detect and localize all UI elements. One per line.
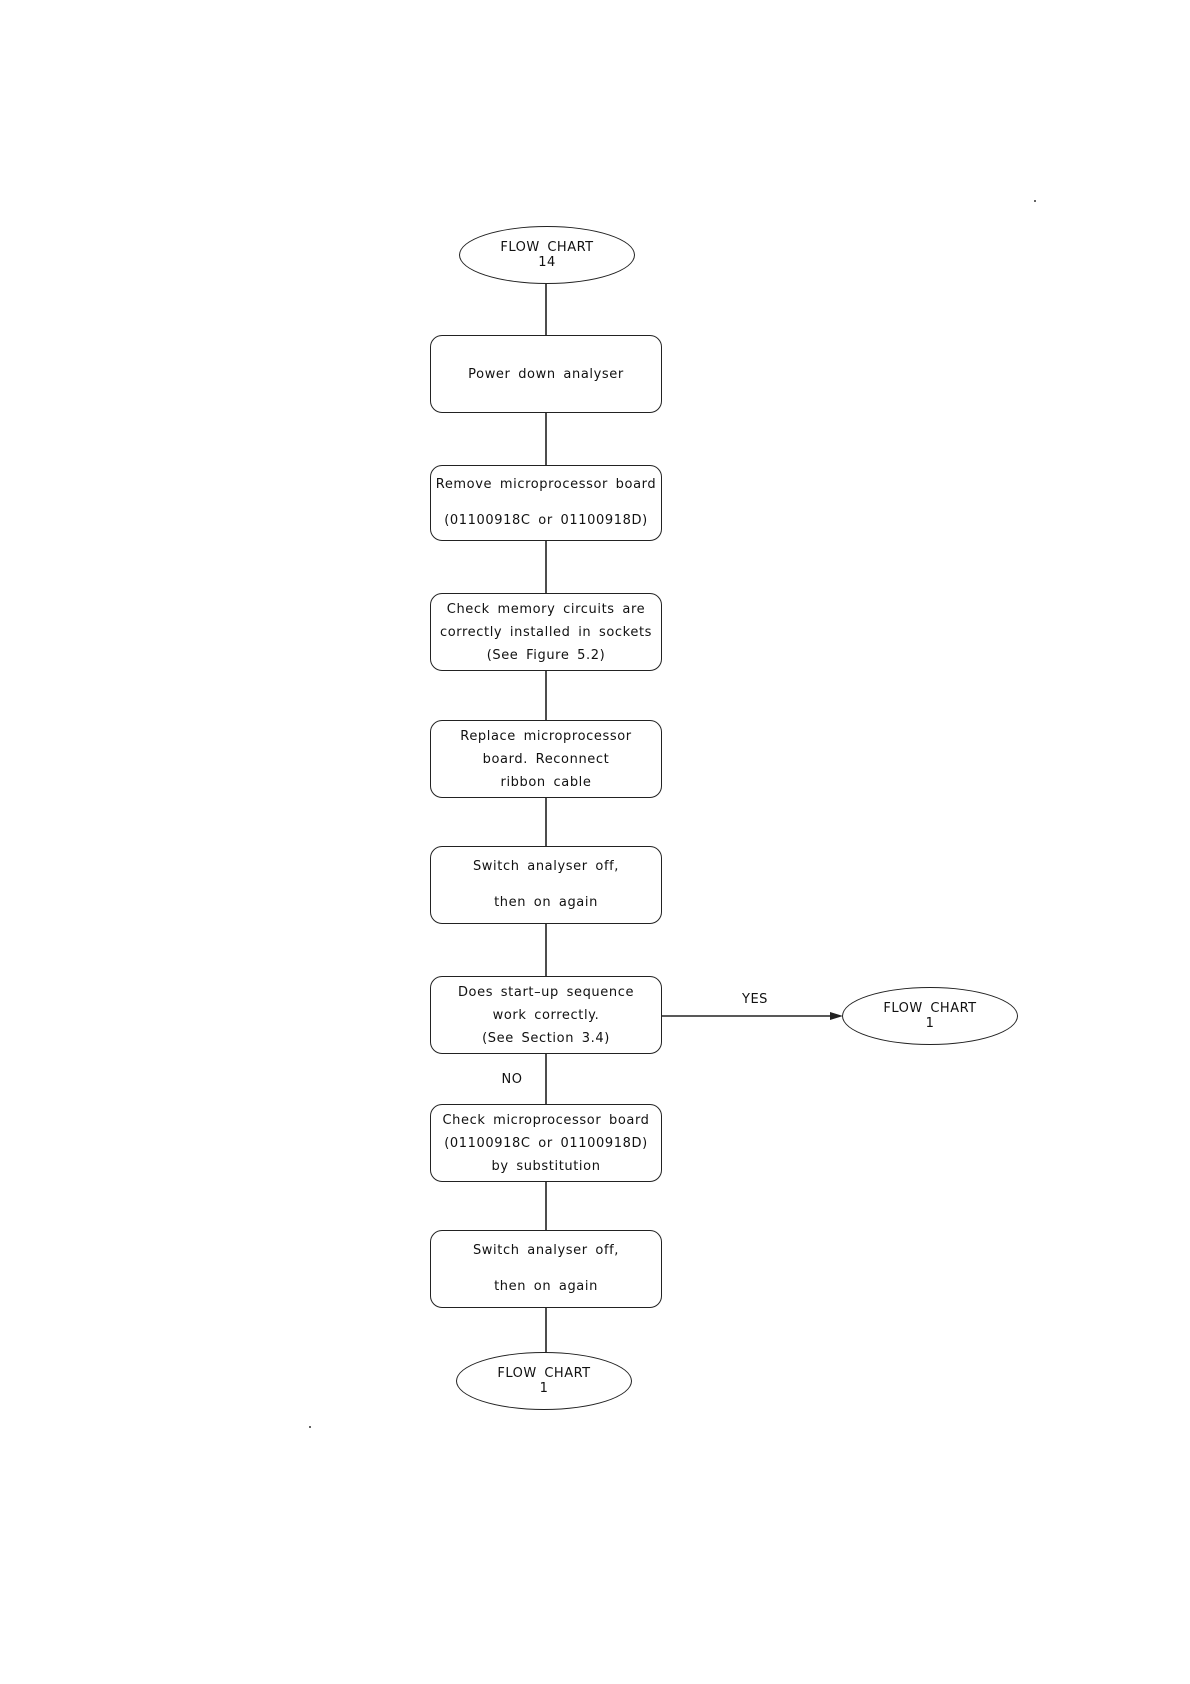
step-check-board-substitution: Check microprocessor board (01100918C or…: [430, 1104, 662, 1182]
step-text-line: work correctly.: [492, 1007, 600, 1023]
step-text-line: by substitution: [491, 1158, 601, 1174]
no-label: NO: [501, 1071, 523, 1087]
step-text-line: Replace microprocessor: [460, 728, 632, 744]
scan-mark: [309, 1426, 311, 1428]
step-text-line: then on again: [494, 1279, 598, 1294]
step-text-line: (See Figure 5.2): [486, 647, 606, 663]
step-text-line: (01100918C or 01100918D): [444, 1135, 648, 1151]
step-text-line: Switch analyser off,: [472, 1243, 620, 1258]
terminal-line2: 1: [925, 1016, 935, 1031]
terminal-line1: FLOW CHART: [883, 1001, 977, 1016]
step-text-line: Remove microprocessor board: [435, 477, 657, 492]
scan-mark: [1034, 200, 1036, 202]
step-check-memory: Check memory circuits are correctly inst…: [430, 593, 662, 671]
step-switch-off-on-final: Switch analyser off, then on again: [430, 1230, 662, 1308]
step-text-line: Check memory circuits are: [446, 601, 646, 617]
step-text-line: Does start–up sequence: [457, 984, 635, 1000]
terminal-ellipse: [456, 1352, 632, 1410]
terminal-line2: 14: [538, 255, 556, 270]
step-text-line: board. Reconnect: [482, 751, 610, 767]
terminal-line1: FLOW CHART: [497, 1366, 591, 1381]
step-power-down: Power down analyser: [430, 335, 662, 413]
yes-terminal: FLOW CHART 1: [842, 987, 1018, 1045]
terminal-line1: FLOW CHART: [500, 240, 594, 255]
step-text-line: ribbon cable: [500, 774, 592, 790]
terminal-ellipse: [842, 987, 1018, 1045]
step-text-line: Power down analyser: [468, 366, 624, 382]
step-remove-board: Remove microprocessor board (01100918C o…: [430, 465, 662, 541]
end-terminal: FLOW CHART 1: [456, 1352, 632, 1410]
terminal-ellipse: [459, 226, 635, 284]
step-text-line: then on again: [494, 895, 598, 910]
step-replace-board: Replace microprocessor board. Reconnect …: [430, 720, 662, 798]
step-text-line: (See Section 3.4): [482, 1030, 610, 1046]
arrowhead-icon: [830, 1012, 843, 1020]
step-decision-startup: Does start–up sequence work correctly. (…: [430, 976, 662, 1054]
step-text-line: correctly installed in sockets: [439, 624, 653, 640]
start-terminal: FLOW CHART 14: [459, 226, 635, 284]
step-text-line: Check microprocessor board: [442, 1112, 650, 1128]
step-switch-off-on: Switch analyser off, then on again: [430, 846, 662, 924]
yes-label: YES: [742, 991, 768, 1007]
step-text-line: Switch analyser off,: [472, 859, 620, 874]
step-text-line: (01100918C or 01100918D): [444, 513, 648, 528]
terminal-line2: 1: [539, 1381, 549, 1396]
